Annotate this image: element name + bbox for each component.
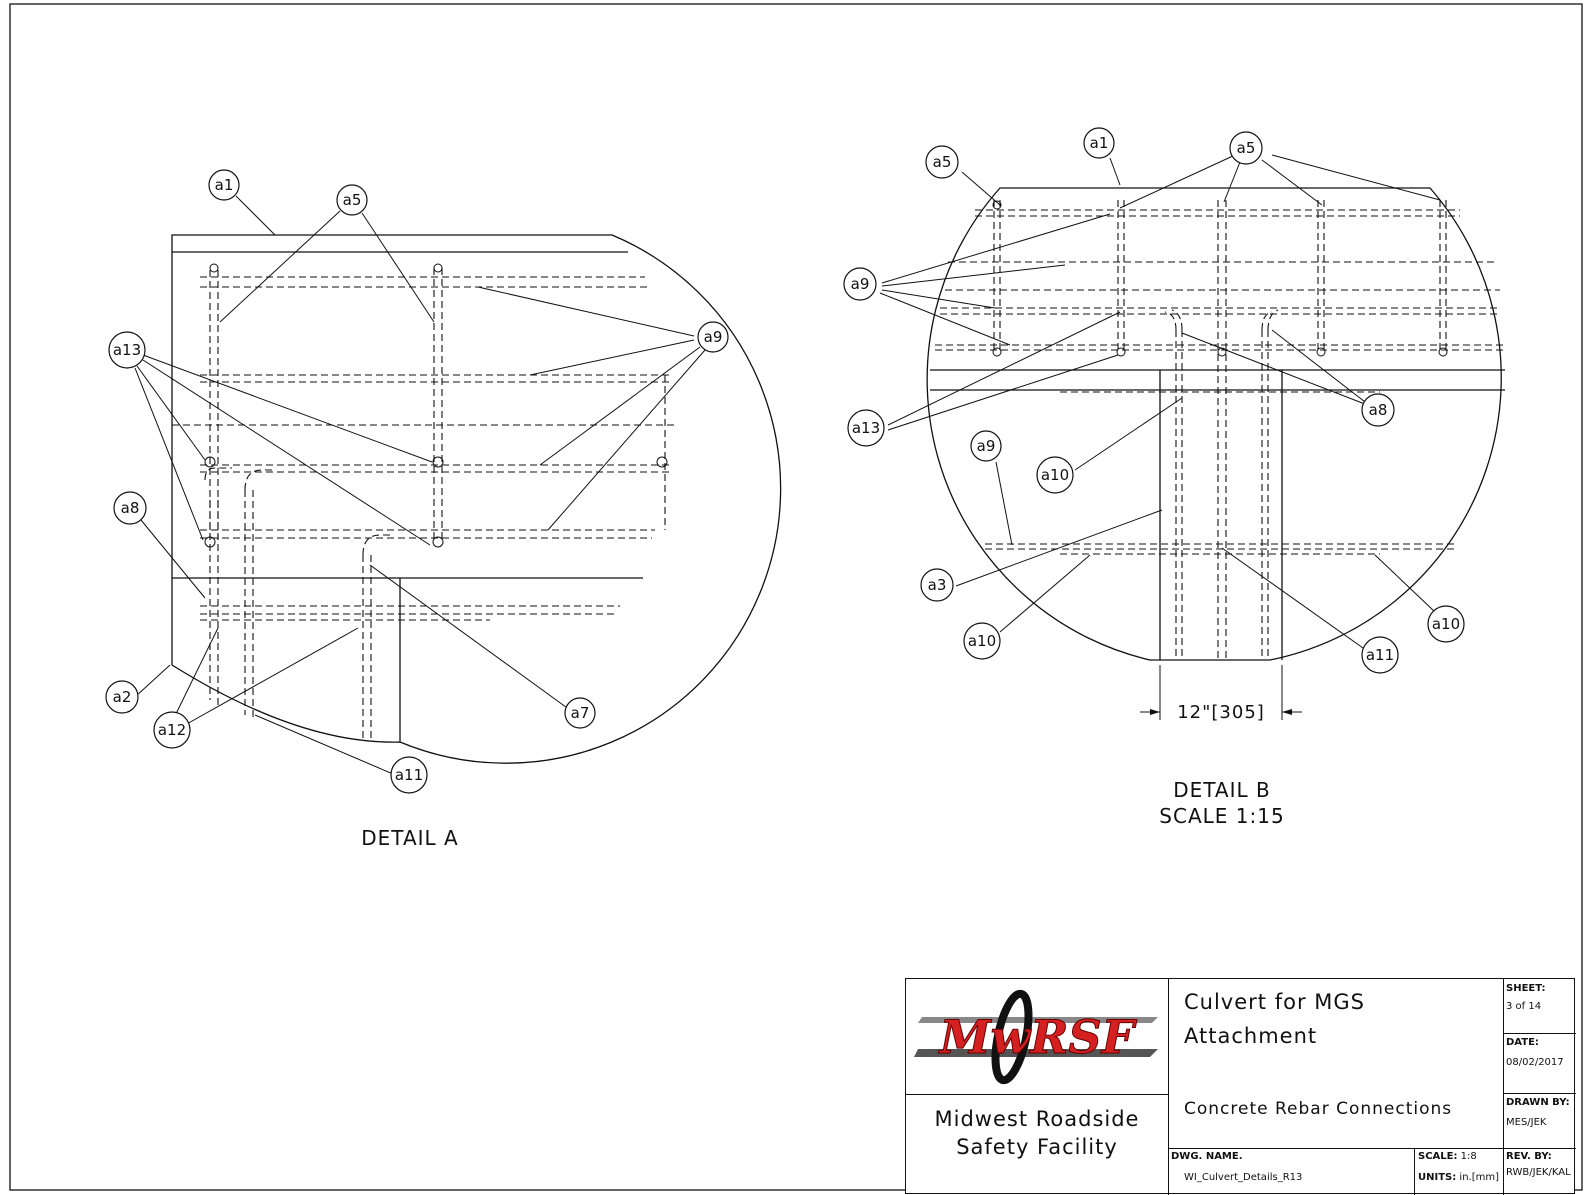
rev-by-value: RWB/JEK/KAL (1506, 1167, 1571, 1178)
callout-a8-detail-b: a8 (1361, 393, 1395, 427)
drawn-by-label: DRAWN BY: (1506, 1097, 1570, 1108)
svg-text:a5: a5 (343, 191, 362, 209)
logo-graphic: MwRSF (914, 989, 1158, 1085)
callout-a9-detail-b-low: a9 (970, 430, 1002, 462)
svg-text:a13: a13 (852, 419, 880, 437)
callout-a2-detail-a: a2 (105, 680, 139, 714)
detail-a-leaders (134, 195, 706, 778)
org-name-line1: Midwest Roadside (934, 1107, 1140, 1131)
detail-b (926, 187, 1505, 720)
detail-a-caption: DETAIL A (361, 826, 458, 850)
drawing-subtitle: Concrete Rebar Connections (1184, 1099, 1453, 1119)
title-block: MwRSF Midwest Roadside Safety Facility C… (905, 978, 1576, 1195)
scale-value: 1:8 (1460, 1151, 1477, 1162)
detail-b-boundary (926, 187, 1502, 661)
org-name-line2: Safety Facility (956, 1135, 1118, 1159)
svg-text:a11: a11 (395, 766, 423, 784)
sheet-value: 3 of 14 (1506, 1001, 1542, 1012)
units-value: in.[mm] (1459, 1172, 1500, 1183)
callout-a3-detail-b: a3 (920, 568, 954, 602)
callout-a13-detail-a: a13 (108, 331, 146, 369)
svg-text:a1: a1 (1090, 134, 1109, 152)
svg-text:a13: a13 (113, 341, 141, 359)
logo-text: MwRSF (938, 1010, 1138, 1064)
dwg-name-label: DWG. NAME. (1171, 1151, 1243, 1162)
callout-a10-detail-b-left: a10 (963, 622, 1001, 660)
svg-text:a3: a3 (928, 576, 947, 594)
sheet-label: SHEET: (1506, 983, 1546, 994)
svg-text:a9: a9 (851, 275, 870, 293)
detail-a-boundary (171, 234, 782, 764)
sheet-border (9, 3, 1583, 1191)
drawn-by-value: MES/JEK (1506, 1117, 1547, 1128)
callout-a11-detail-a: a11 (390, 756, 428, 794)
detail-b-dimension: 12"[305] (1177, 702, 1265, 723)
callout-a10-detail-b-mid: a10 (1036, 456, 1074, 494)
svg-text:a9: a9 (704, 328, 723, 346)
detail-a (171, 234, 782, 764)
callout-a5-detail-b-left: a5 (925, 145, 959, 179)
scale-label: SCALE: (1418, 1151, 1458, 1162)
svg-text:a7: a7 (571, 704, 590, 722)
svg-text:a10: a10 (1041, 466, 1069, 484)
svg-text:a2: a2 (113, 688, 132, 706)
callout-a9-detail-a: a9 (697, 321, 729, 353)
callout-a1-detail-b: a1 (1083, 127, 1115, 159)
svg-text:a9: a9 (977, 437, 996, 455)
svg-text:a11: a11 (1366, 646, 1394, 664)
svg-text:a10: a10 (1432, 615, 1460, 633)
drawing-title-line2: Attachment (1184, 1024, 1318, 1048)
callout-a9-detail-b-top: a9 (843, 267, 877, 301)
svg-text:a8: a8 (121, 499, 140, 517)
callout-a7-detail-a: a7 (564, 697, 596, 729)
callout-a12-detail-a: a12 (153, 711, 191, 749)
callout-a13-detail-b: a13 (847, 409, 885, 447)
dwg-name-value: WI_Culvert_Details_R13 (1184, 1172, 1303, 1183)
svg-text:a10: a10 (968, 632, 996, 650)
callout-a1-detail-a: a1 (208, 169, 240, 201)
detail-b-leaders (879, 154, 1441, 649)
svg-text:a12: a12 (158, 721, 186, 739)
callout-a11-detail-b: a11 (1361, 636, 1399, 674)
callout-a5-detail-a: a5 (336, 184, 368, 216)
svg-text:a8: a8 (1369, 401, 1388, 419)
rev-by-label: REV. BY: (1506, 1151, 1552, 1162)
units-label: UNITS: (1418, 1172, 1457, 1183)
detail-b-scale: SCALE 1:15 (1159, 804, 1284, 828)
callout-a8-detail-a: a8 (113, 491, 147, 525)
svg-text:a5: a5 (1237, 139, 1256, 157)
callout-a5-detail-b: a5 (1229, 131, 1263, 165)
date-value: 08/02/2017 (1506, 1057, 1564, 1068)
date-label: DATE: (1506, 1037, 1539, 1048)
drawing-title-line1: Culvert for MGS (1184, 990, 1365, 1014)
detail-b-caption: DETAIL B (1173, 778, 1271, 802)
callout-a10-detail-b-right: a10 (1427, 605, 1465, 643)
svg-text:a5: a5 (933, 153, 952, 171)
mwrsf-logo: MwRSF (912, 987, 1162, 1087)
svg-text:a1: a1 (215, 176, 234, 194)
